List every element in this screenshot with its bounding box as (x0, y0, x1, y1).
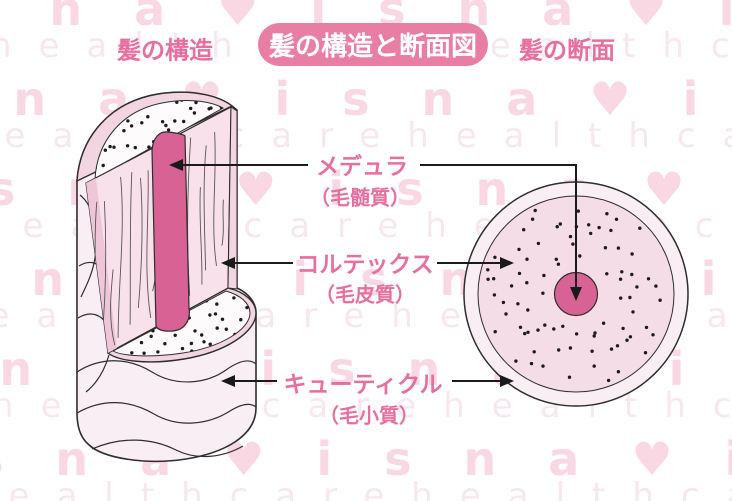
medulla-arrowhead-left (169, 159, 183, 171)
leader-arrows (169, 159, 582, 387)
cuticle-label: キューティクル (283, 372, 443, 398)
cuticle-arrowhead-left (221, 375, 235, 387)
hair-structure-illustration (76, 91, 257, 463)
medulla-arrow-right (420, 164, 577, 288)
watermark-healthcare-row: healthcarehealthca (0, 476, 732, 501)
cortex-sublabel: （毛皮質） (315, 282, 415, 307)
cortex-label: コルテックス (296, 252, 434, 278)
cortex-edge-shadow (86, 178, 117, 353)
cortex-arrowhead-left (221, 257, 235, 269)
left-caption: 髪の構造 (117, 36, 213, 65)
cuticle-scale-line (76, 402, 257, 424)
medulla-label: メデュラ (316, 154, 408, 180)
medulla-arrowhead-right (570, 287, 582, 301)
cuticle-sublabel: （毛小質） (319, 403, 419, 428)
cortex-arrowhead-right (500, 257, 514, 269)
cuticle-arrowhead-right (500, 375, 514, 387)
cut-edge-strip (227, 106, 238, 290)
medulla-sublabel: （毛髄質） (310, 185, 410, 210)
page-title: 髪の構造と断面図 (268, 32, 477, 62)
cuticle-scale-line (85, 354, 110, 393)
right-caption: 髪の断面 (519, 36, 615, 65)
title-badge: 髪の構造と断面図 (258, 23, 488, 66)
cuticle-scale-line (91, 439, 244, 458)
cuticle-scale-line (76, 360, 257, 383)
medulla-core (151, 131, 190, 332)
dots-texture (486, 208, 662, 383)
